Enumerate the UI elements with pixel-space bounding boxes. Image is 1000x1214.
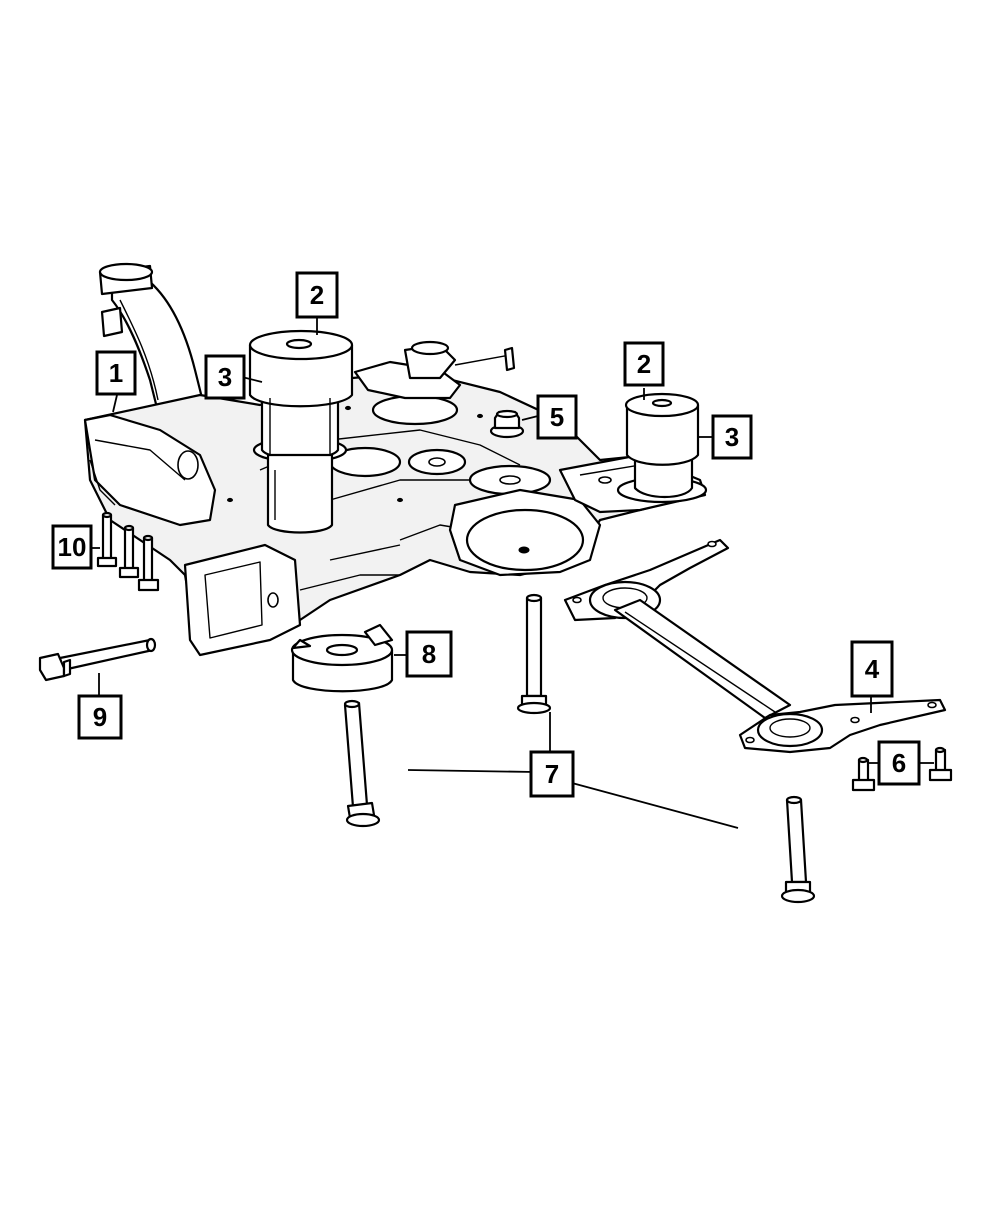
flange-nut [489,409,525,439]
callout-4-label: 4 [865,654,880,684]
callout-5-label: 5 [550,402,564,432]
callout-9: 9 [77,694,123,740]
tall-bolt-center [516,593,552,715]
callout-2-right: 2 [623,341,665,387]
callout-10: 10 [51,524,93,570]
callout-8: 8 [405,630,453,678]
small-bolt-a [96,511,118,568]
callout-3-left-label: 3 [218,362,232,392]
callout-4: 4 [850,640,894,698]
tall-bolt-left [343,699,381,828]
small-bolt-b [118,524,140,579]
callout-6: 6 [877,740,921,786]
bushing-right [616,392,708,504]
callout-1-label: 1 [109,358,123,388]
long-horizontal-bolt [38,637,157,682]
callout-8-label: 8 [422,639,436,669]
callout-3-right: 3 [711,414,753,460]
small-bolts-set [96,511,160,592]
callout-3-left: 3 [204,354,246,400]
rear-isolator-mount [290,623,394,693]
callout-2-right-label: 2 [637,349,651,379]
callout-10-label: 10 [58,532,87,562]
tall-bolt-right [780,795,816,904]
callout-9-label: 9 [93,702,107,732]
brace-bolt-a [851,756,876,792]
callout-6-label: 6 [892,748,906,778]
callout-2-left: 2 [295,271,339,319]
callout-1: 1 [95,350,137,396]
brace-bolts [851,746,953,792]
bushing-left [248,329,354,534]
brace-bolt-b [928,746,953,782]
callout-5: 5 [536,394,578,440]
small-bolt-c [137,534,160,592]
callout-7-label: 7 [545,759,559,789]
callout-7: 7 [529,750,575,798]
leader-lines [90,318,934,829]
callout-3-right-label: 3 [725,422,739,452]
callout-2-left-label: 2 [310,280,324,310]
brace-assembly [563,538,947,754]
